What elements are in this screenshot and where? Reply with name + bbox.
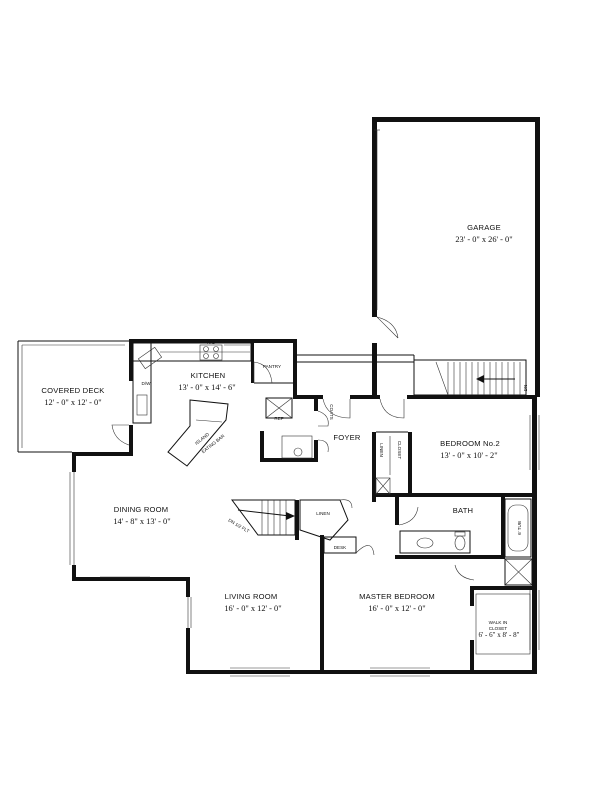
- master-door-swing: [355, 545, 375, 556]
- coats-label: COATS: [329, 404, 334, 419]
- house-walls: [72, 339, 537, 674]
- living-room-dim: 16' - 0" x 12' - 0": [224, 604, 281, 613]
- dishwasher-label: D/W: [142, 381, 152, 386]
- garage-walls: [372, 117, 540, 398]
- master-bedroom-name: MASTER BEDROOM: [359, 592, 435, 601]
- bedroom2-name: BEDROOM No.2: [440, 439, 500, 448]
- desk: [323, 536, 357, 554]
- porch: [297, 354, 415, 398]
- garage-dim: 23' - 0" x 26' - 0": [455, 235, 512, 244]
- kitchen-name: KITCHEN: [191, 371, 226, 380]
- ref-label: REF: [274, 416, 283, 421]
- windows: [69, 415, 540, 677]
- walk-in-closet: [454, 564, 532, 670]
- living-room-name: LIVING ROOM: [225, 592, 278, 601]
- dining-room-dim: 14' - 8" x 13' - 0": [113, 517, 170, 526]
- kitchen-island: [167, 399, 229, 467]
- linen-closet: [299, 499, 353, 670]
- range-label: RIG: [207, 340, 216, 345]
- pantry: [251, 343, 293, 384]
- kitchen-dim: 13' - 0" x 14' - 6": [178, 383, 235, 392]
- garage-name: GARAGE: [467, 223, 501, 232]
- covered-deck-dim: 12' - 0" x 12' - 0": [44, 398, 101, 407]
- foyer-name: FOYER: [333, 433, 360, 442]
- bedroom2-walls: [372, 431, 532, 502]
- garage-door-swing: [376, 316, 399, 339]
- linen-label: LINEN: [316, 511, 330, 516]
- pantry-label: PANTRY: [263, 364, 281, 369]
- deck-door-swing: [111, 424, 130, 446]
- bedroom2-closet-label: CLOSET: [397, 441, 402, 460]
- coat-closet-block: [260, 399, 329, 462]
- garage-steps: [413, 359, 527, 396]
- walk-in-closet-name-1: WALK IN: [489, 620, 508, 625]
- refrigerator: [265, 397, 293, 419]
- tub-label: 6' TUB: [517, 521, 522, 535]
- covered-deck: [17, 340, 129, 453]
- master-bedroom-dim: 16' - 0" x 12' - 0": [368, 604, 425, 613]
- dining-room-name: DINING ROOM: [114, 505, 169, 514]
- bath-name: BATH: [453, 506, 474, 515]
- bedroom2-linen-label: LINEN: [379, 443, 384, 457]
- bedroom2-dim: 13' - 0" x 10' - 2": [440, 451, 497, 460]
- walk-in-closet-name-2: CLOSET: [489, 626, 508, 631]
- foyer-door-swings: [322, 398, 405, 419]
- bath-walls: [395, 497, 532, 559]
- garage-steps-dn-label: DN: [523, 385, 528, 392]
- covered-deck-name: COVERED DECK: [41, 386, 104, 395]
- linen-box-bath: [504, 558, 533, 586]
- center-stairs: [231, 499, 299, 540]
- walk-in-closet-dim: 6' - 6" x 8' - 8": [479, 631, 520, 639]
- desk-label: DESK: [334, 545, 347, 550]
